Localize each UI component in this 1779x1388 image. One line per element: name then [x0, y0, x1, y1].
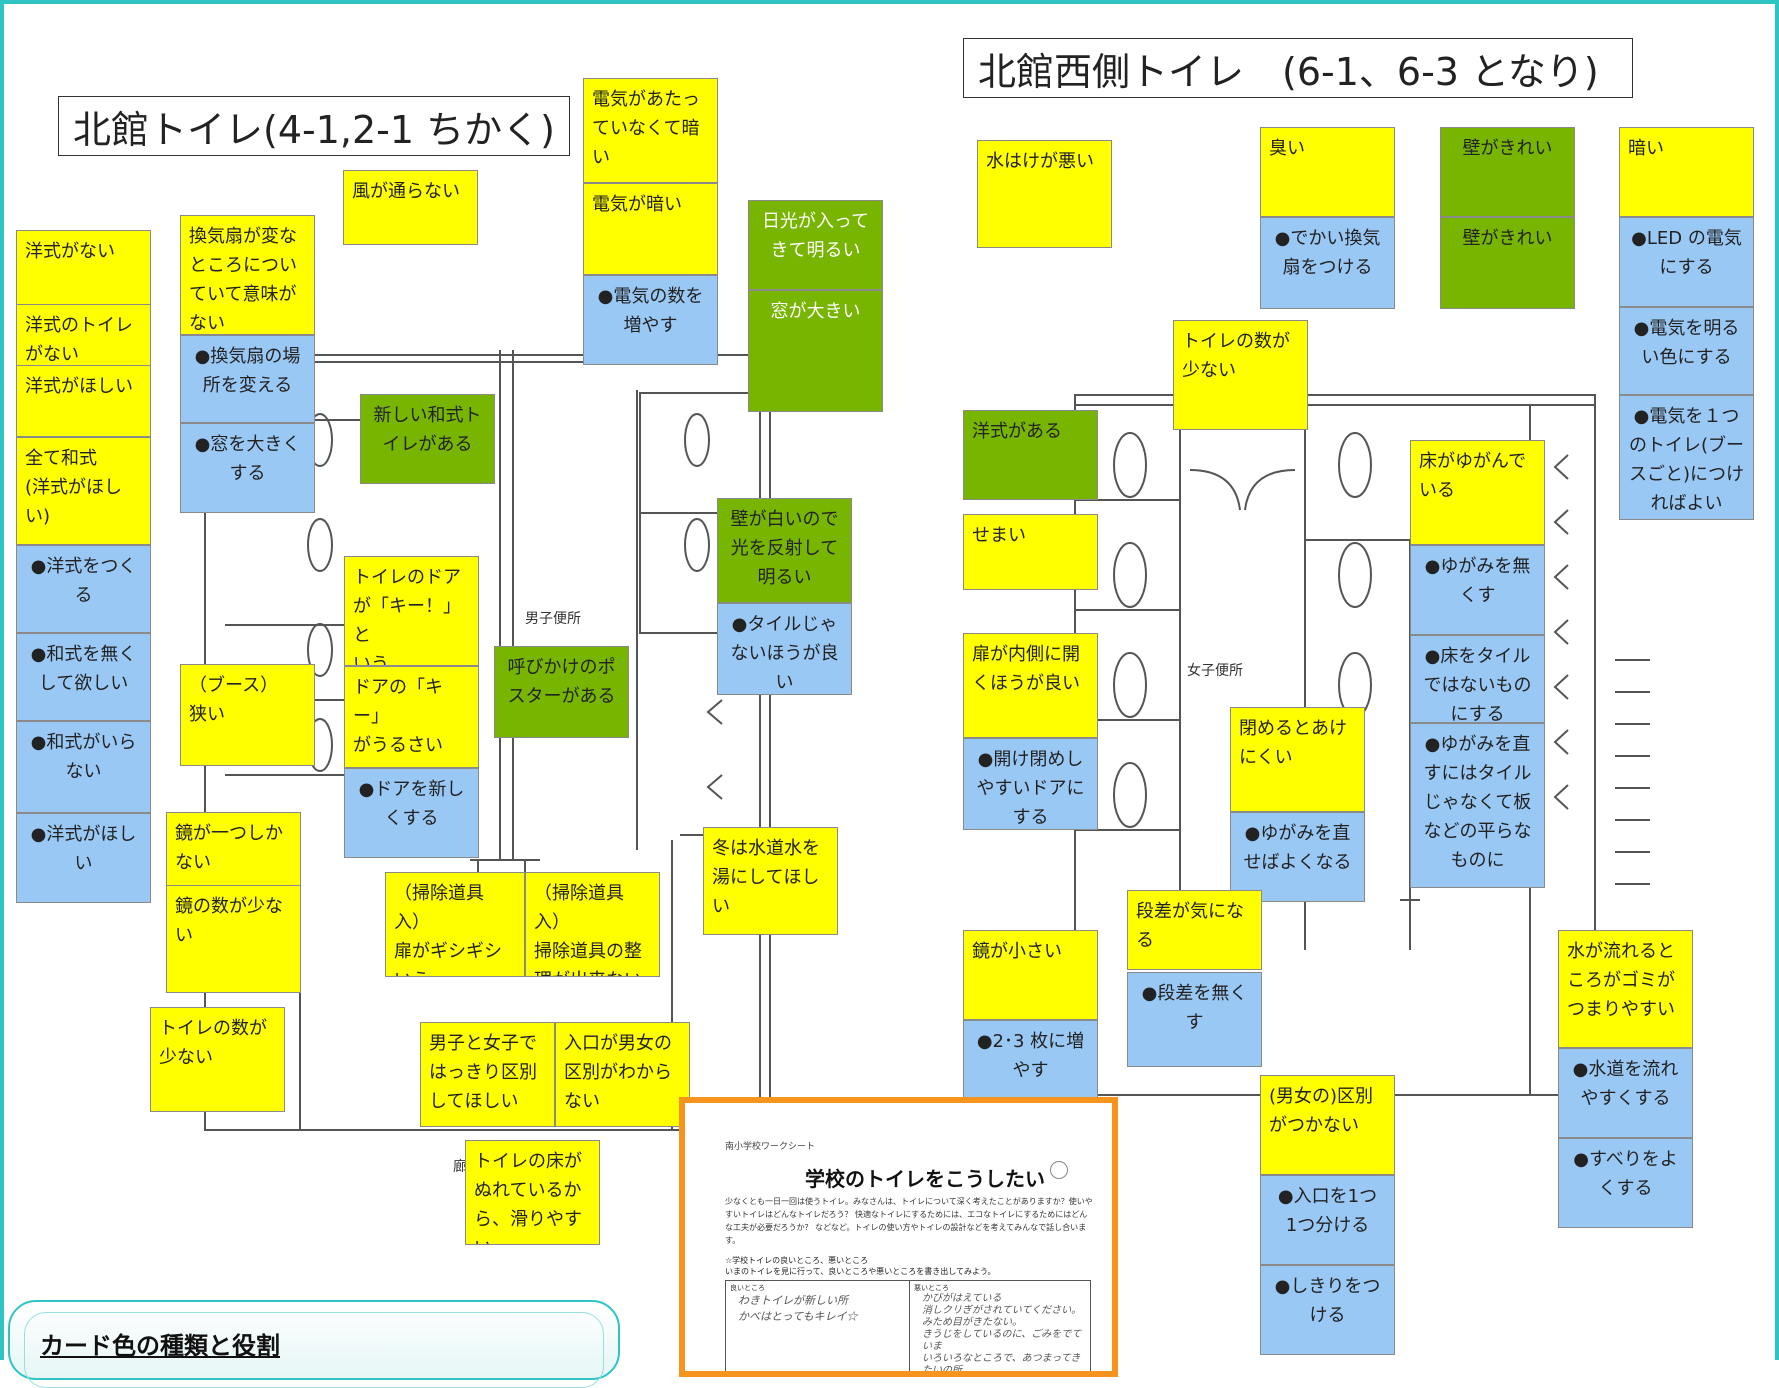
problem-card: 水はけが悪い: [977, 140, 1112, 248]
solution-card: ●ドアを新し くする: [344, 768, 479, 858]
problem-card: 男子と女子で はっきり区別 してほしい: [420, 1022, 555, 1127]
good-point-card: 壁が白いので 光を反射して 明るい: [717, 498, 852, 603]
problem-card: 段差が気にな る: [1127, 890, 1262, 970]
worksheet-intro: 少なくとも一日一回は使うトイレ。みなさんは、トイレについて深く考えたことがありま…: [725, 1197, 1093, 1245]
problem-card: (男女の)区別 がつかない: [1260, 1075, 1395, 1175]
problem-card: 風が通らない: [343, 170, 478, 245]
solution-card: ●電気の数を 増やす: [583, 275, 718, 365]
problem-card: 電気が暗い: [583, 183, 718, 275]
problem-card: トイレの床が ぬれているか ら、滑りやすい: [465, 1140, 600, 1245]
bad-points-handwriting: かびがはえている 消しクリぎがされていてください。 みため目がきたない。 きうじ…: [922, 1293, 1082, 1376]
solution-card: ●電気を明る い色にする: [1619, 307, 1754, 395]
solution-card: ●しきりをつ ける: [1260, 1265, 1395, 1355]
solution-card: ●ゆがみを直 せばよくなる: [1230, 812, 1365, 902]
good-point-card: 新しい和式ト イレがある: [360, 394, 495, 484]
solution-card: ●電気を１つ のトイレ(ブー スごと)につけ ればよい: [1619, 395, 1754, 520]
problem-card: 洋式がほしい: [16, 365, 151, 437]
problem-card: 閉めるとあけ にくい: [1230, 707, 1365, 812]
solution-card: ●水道を流れ やすくする: [1558, 1048, 1693, 1138]
solution-card: ●換気扇の場 所を変える: [180, 335, 315, 423]
solution-card: ●洋式がほし い: [16, 813, 151, 903]
solution-card: ●開け閉めし やすいドアに する: [963, 738, 1098, 830]
worksheet-title: 学校のトイレをこうしたい: [805, 1167, 1045, 1191]
good-points-handwriting: わきトイレが新しい所 かべはとってもキレイ☆: [738, 1294, 858, 1323]
problem-card: トイレの数が 少ない: [150, 1007, 285, 1112]
solution-card: ●床をタイル ではないもの にする: [1410, 635, 1545, 723]
girls-restroom-label: 女子便所: [1187, 663, 1243, 679]
problem-card: 鏡の数が少な い: [166, 885, 301, 993]
good-point-card: 呼びかけのポ スターがある: [494, 646, 629, 738]
problem-card: 入口が男女の 区別がわから ない: [555, 1022, 690, 1127]
problem-card: 冬は水道水を 湯にしてほし い: [703, 827, 838, 935]
solution-card: ●ゆがみを直 すにはタイル じゃなくて板 などの平らな ものに: [1410, 723, 1545, 888]
good-point-card: 洋式がある: [963, 410, 1098, 500]
west-toilet-title: 北館西側トイレ (6-1、6-3 となり): [963, 38, 1633, 98]
problem-card: 換気扇が変な ところについ ていて意味が ない: [180, 215, 315, 335]
problem-card: 水が流れると ころがゴミが つまりやすい: [1558, 930, 1693, 1048]
good-point-card: 窓が大きい: [748, 290, 883, 412]
worksheet-section: ☆学校トイレの良いところ、悪いところ いまのトイレを見に行って、良いところや悪い…: [725, 1255, 995, 1277]
problem-card: （掃除道具入） 扉がギシギシ いう: [385, 872, 525, 977]
solution-card: ●LED の電気 にする: [1619, 217, 1754, 307]
solution-card: ●和式がいら ない: [16, 721, 151, 813]
solution-card: ●すべりをよ くする: [1558, 1138, 1693, 1228]
good-points-header: 良いところ: [730, 1284, 765, 1292]
problem-card: （掃除道具入） 掃除道具の整 理が出来ない: [525, 872, 660, 977]
problem-card: 臭い: [1260, 127, 1395, 217]
solution-card: ●入口を1つ 1つ分ける: [1260, 1175, 1395, 1265]
solution-card: ●タイルじゃ ないほうが良 い: [717, 603, 852, 695]
good-point-card: 壁がきれい: [1440, 217, 1575, 309]
problem-card: せまい: [963, 514, 1098, 590]
worksheet-table: 良いところ 悪いところ わきトイレが新しい所 かべはとってもキレイ☆ かびがはえ…: [725, 1280, 1091, 1376]
problem-card: 洋式のトイレ がない: [16, 304, 151, 366]
bad-points-header: 悪いところ: [914, 1284, 949, 1292]
problem-card: 洋式がない: [16, 230, 151, 305]
solution-card: ●洋式をつく る: [16, 545, 151, 633]
north-toilet-title: 北館トイレ(4-1,2-1 ちかく): [58, 96, 570, 156]
problem-card: 扉が内側に開 くほうが良い: [963, 633, 1098, 738]
problem-card: ドアの「キー」 がうるさい: [344, 666, 479, 768]
solution-card: ●ゆがみを無 くす: [1410, 545, 1545, 635]
problem-card: トイレのドア が「キー！」と いう: [344, 556, 479, 666]
table-divider: [909, 1281, 910, 1371]
problem-card: トイレの数が 少ない: [1173, 320, 1308, 430]
problem-card: 電気があたっ ていなくて暗 い: [583, 78, 718, 183]
worksheet-section-instruction: いまのトイレを見に行って、良いところや悪いところを書き出してみよう。: [725, 1267, 996, 1276]
solution-card: ●窓を大きく する: [180, 423, 315, 513]
boys-restroom-label: 男子便所: [525, 611, 581, 627]
problem-card: 全て和式 (洋式がほし い): [16, 437, 151, 545]
face-icon: [1050, 1161, 1068, 1179]
worksheet-thumbnail: 南小学校ワークシート 学校のトイレをこうしたい 少なくとも一日一回は使うトイレ。…: [679, 1097, 1118, 1377]
legend-title: カード色の種類と役割: [40, 1332, 280, 1360]
solution-card: ●和式を無く して欲しい: [16, 633, 151, 721]
solution-card: ●でかい換気 扇をつける: [1260, 217, 1395, 309]
plan-fragment-label: 廊: [453, 1159, 467, 1175]
problem-card: 鏡が小さい: [963, 930, 1098, 1020]
page-frame: [0, 0, 1779, 1360]
worksheet-section-title: ☆学校トイレの良いところ、悪いところ: [725, 1256, 869, 1265]
problem-card: 暗い: [1619, 127, 1754, 217]
problem-card: 床がゆがんで いる: [1410, 440, 1545, 545]
problem-card: （ブース） 狭い: [180, 664, 315, 766]
solution-card: ●段差を無く す: [1127, 972, 1262, 1067]
worksheet-header: 南小学校ワークシート: [725, 1142, 816, 1152]
good-point-card: 日光が入って きて明るい: [748, 200, 883, 290]
good-point-card: 壁がきれい: [1440, 127, 1575, 217]
